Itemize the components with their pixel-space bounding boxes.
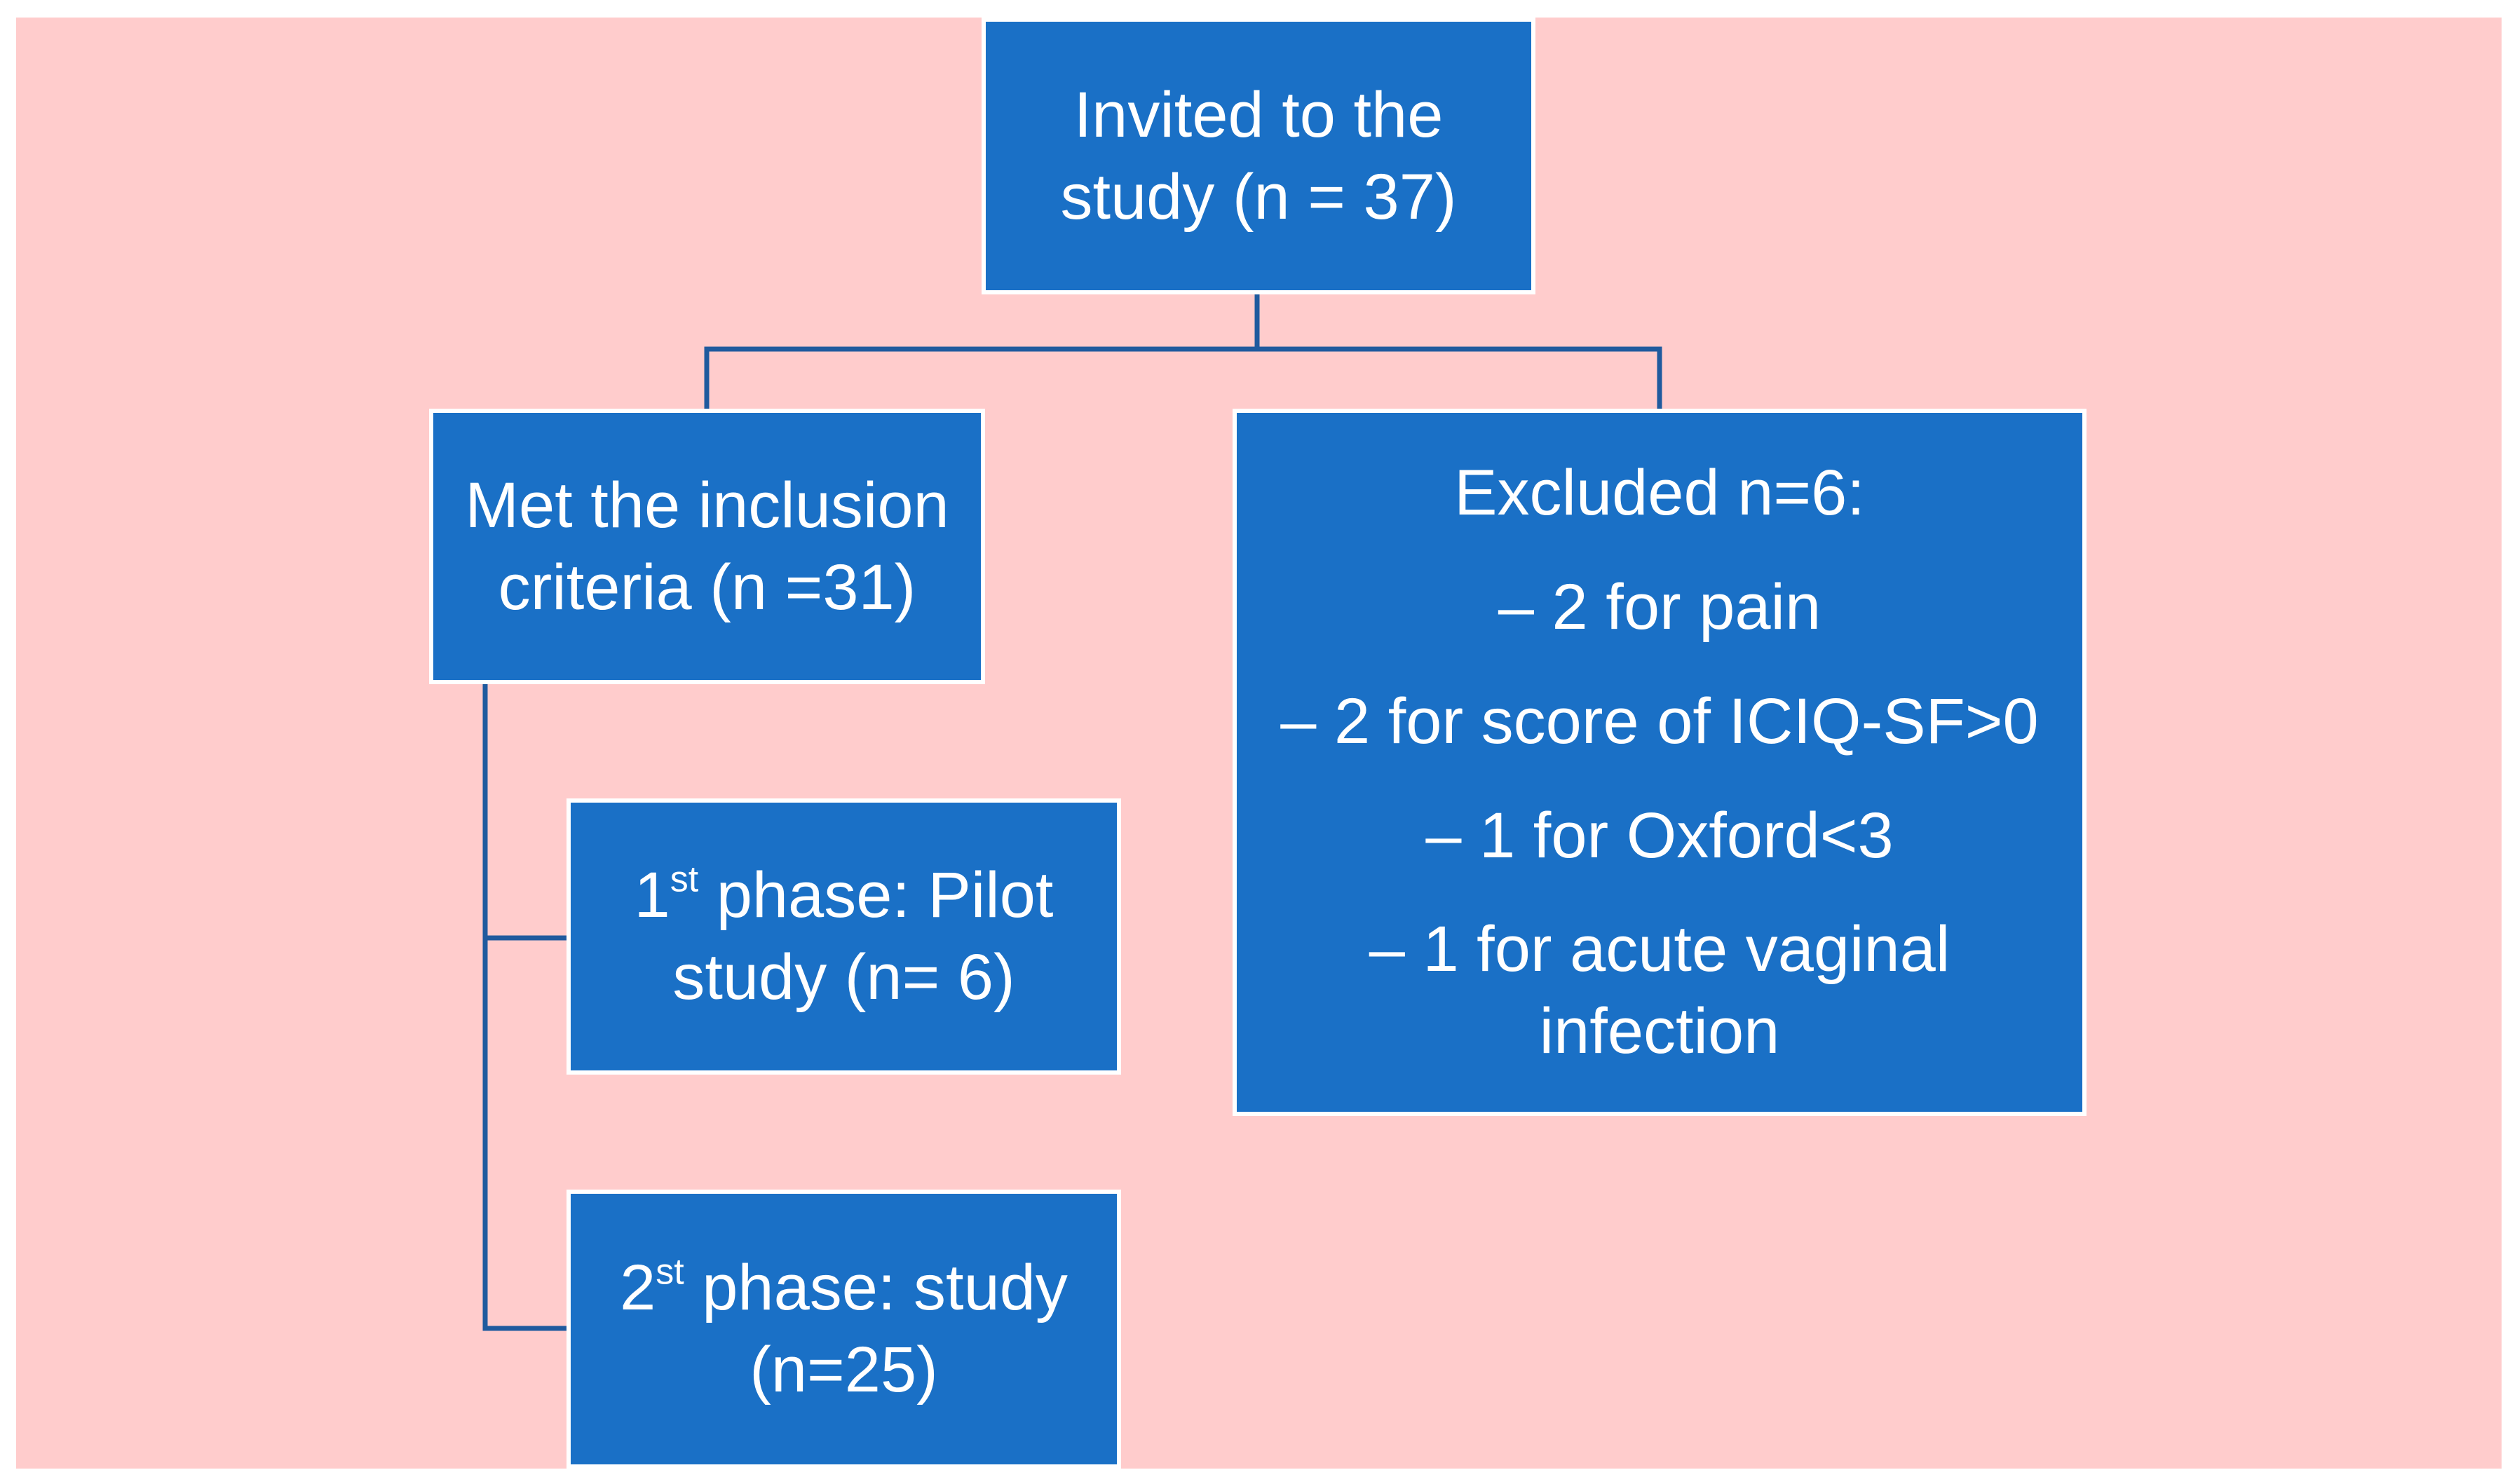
phase2-box: 2st phase: study (n=25) [567,1190,1121,1469]
inclusion-line-2: criteria (n =31) [498,551,916,623]
phase1-box: 1st phase: Pilot study (n= 6) [567,798,1121,1075]
phase1-ordinal: st [670,859,699,900]
phase1-number: 1 [634,859,670,932]
phase2-number: 2 [620,1252,656,1324]
phase2-line-1: 2st phase: study [620,1247,1068,1329]
excluded-box: Excluded n=6: – 2 for pain – 2 for score… [1233,409,2087,1116]
inclusion-line-1: Met the inclusion [465,469,949,541]
inclusion-box: Met the inclusion criteria (n =31) [429,409,985,684]
phase2-ordinal: st [656,1251,684,1293]
phase1-line-1: 1st phase: Pilot [635,855,1054,937]
phase1-line-2: study (n= 6) [672,941,1015,1013]
excluded-list: Excluded n=6: – 2 for pain – 2 for score… [1280,452,2038,1073]
excluded-item-oxford: – 1 for Oxford<3 [1425,799,1894,871]
excluded-heading: Excluded n=6: [1454,457,1865,529]
phase2-line-1-rest: phase: study [684,1252,1068,1324]
excluded-item-infection-line-2: infection [1539,995,1780,1068]
invited-box: Invited to the study (n = 37) [982,18,1535,294]
excluded-item-iciq: – 2 for score of ICIQ-SF>0 [1280,685,2039,757]
invited-line-2: study (n = 37) [1060,161,1457,233]
excluded-item-infection-line-1: – 1 for acute vaginal [1369,913,1950,986]
phase2-line-2: (n=25) [749,1334,938,1405]
excluded-item-pain: – 2 for pain [1498,571,1821,643]
excluded-item-infection: – 1 for acute vaginal infection [1369,908,1950,1073]
invited-line-1: Invited to the [1073,79,1444,151]
phase1-line-1-rest: phase: Pilot [698,859,1054,932]
